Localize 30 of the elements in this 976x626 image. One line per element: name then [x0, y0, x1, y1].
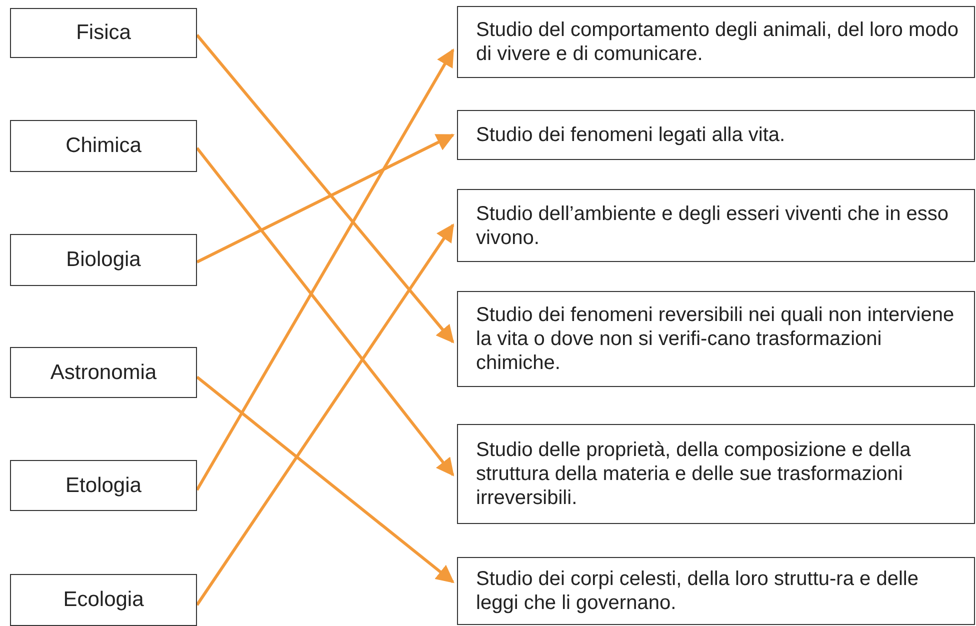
arrow: [196, 224, 454, 606]
definition-box: [457, 291, 975, 387]
term-box: [10, 460, 197, 511]
arrow: [196, 147, 454, 476]
definition-text: Studio dei fenomeni legati alla vita.: [476, 123, 786, 147]
definition-text: Studio dei fenomeni reversibili nei quali non interviene la vita o dove non si verifi-cano trasformazioni chimiche.: [476, 303, 956, 375]
term-label: Etologia: [66, 474, 142, 498]
arrow: [196, 376, 454, 584]
arrow: [196, 48, 454, 491]
arrow: [196, 134, 455, 264]
definition-box: [457, 110, 975, 160]
arrow: [196, 34, 454, 344]
term-label: Biologia: [66, 248, 141, 272]
definition-text: Studio dei corpi celesti, della loro struttu-ra e delle leggi che li governano.: [476, 567, 920, 615]
term-label: Astronomia: [50, 360, 157, 384]
definition-text: Studio del comportamento degli animali, del loro modo di vivere e di comunicare.: [476, 18, 960, 66]
definition-text: Studio delle proprietà, della composizione e della struttura della materia e delle sue trasformazioni irreversibili.: [476, 438, 912, 510]
definition-box: [457, 6, 975, 78]
term-box: [10, 120, 197, 172]
definition-text: Studio dell’ambiente e degli esseri viventi che in esso vivono.: [476, 202, 950, 250]
definition-box: [457, 424, 975, 524]
term-label: Fisica: [76, 21, 131, 45]
term-box: [10, 347, 197, 398]
term-label: Ecologia: [63, 588, 144, 612]
term-label: Chimica: [66, 134, 142, 158]
term-box: [10, 574, 197, 626]
definition-box: [457, 189, 975, 262]
term-box: [10, 234, 197, 286]
term-box: [10, 8, 197, 58]
definition-box: [457, 557, 975, 625]
